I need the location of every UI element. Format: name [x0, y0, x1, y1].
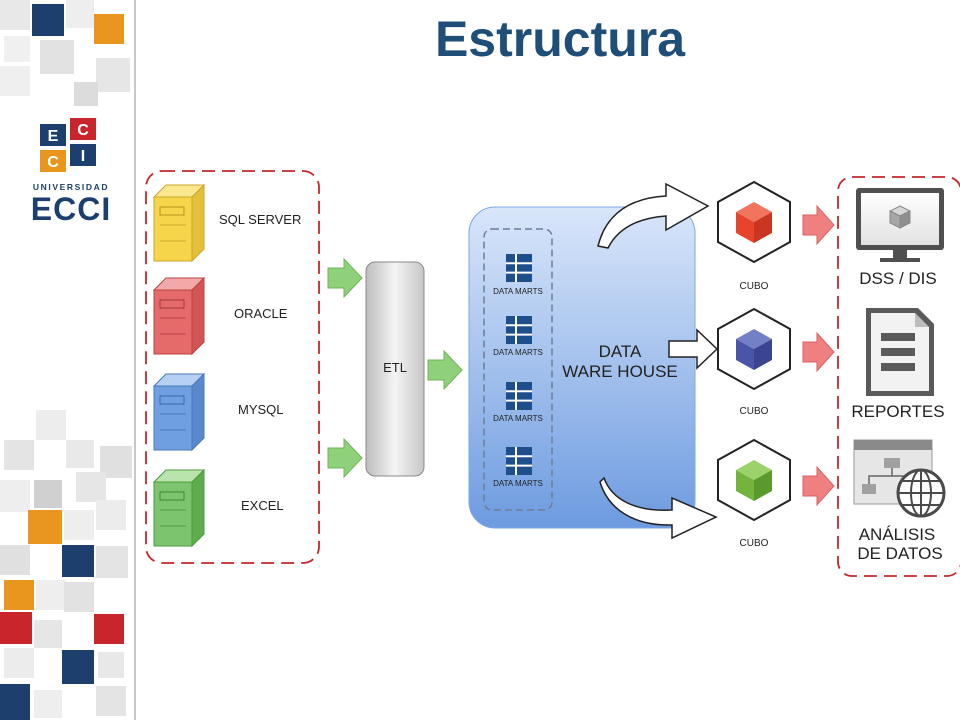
- source-label: MYSQL: [238, 402, 284, 417]
- flow-arrow-to-cube: [668, 328, 719, 370]
- cube-icon-blue: [717, 307, 791, 391]
- decorative-mosaic: [0, 0, 132, 720]
- output-label-analisis: ANÁLISIS: [859, 525, 936, 544]
- data-mart-icon: [506, 316, 532, 344]
- data-mart-icon: [506, 382, 532, 410]
- etl-block: [365, 261, 425, 477]
- logo-text: UNIVERSIDAD ECCI: [22, 182, 120, 226]
- university-logo: E C C I UNIVERSIDAD ECCI: [22, 118, 120, 236]
- warehouse-label: DATA: [599, 342, 642, 361]
- cube-icon-green: [717, 438, 791, 522]
- server-icon-mysql: [152, 372, 206, 452]
- flow-arrow-to-etl: [327, 257, 363, 299]
- flow-arrow-to-cube: [597, 182, 710, 249]
- flow-arrow-to-output: [802, 465, 835, 507]
- logo-university-label: UNIVERSIDAD: [32, 182, 110, 192]
- monitor-icon: [856, 188, 944, 262]
- logo-tiles: E C C I: [40, 118, 96, 172]
- logo-tile-letter: C: [47, 154, 59, 171]
- page-title: Estructura: [434, 11, 686, 67]
- cube-label: CUBO: [740, 538, 769, 549]
- logo-brand-name: ECCI: [30, 191, 112, 227]
- sources-group: [145, 170, 320, 564]
- flow-arrow-to-warehouse: [427, 349, 463, 391]
- logo-tile-letter: C: [77, 122, 89, 139]
- data-mart-label: DATA MARTS: [493, 479, 543, 488]
- cube-label: CUBO: [740, 406, 769, 417]
- logo-tile-letter: E: [48, 128, 59, 145]
- data-mart-label: DATA MARTS: [493, 414, 543, 423]
- data-mart-label: DATA MARTS: [493, 287, 543, 296]
- data-mart-icon: [506, 254, 532, 282]
- analytics-globe-icon: [853, 439, 946, 518]
- server-icon-oracle: [152, 276, 206, 356]
- server-icon-excel: [152, 468, 206, 548]
- flow-arrow-to-cube: [599, 476, 718, 540]
- flow-arrow-to-etl: [327, 437, 363, 479]
- data-mart-label: DATA MARTS: [493, 348, 543, 357]
- server-icon-sql-server: [152, 183, 206, 263]
- sidebar-divider: [134, 0, 136, 720]
- data-marts-group: [483, 228, 553, 511]
- flow-arrow-to-output: [802, 204, 835, 246]
- source-label: SQL SERVER: [219, 212, 301, 227]
- logo-tile-letter: I: [81, 148, 85, 165]
- cube-label: CUBO: [740, 281, 769, 292]
- etl-label: ETL: [383, 360, 407, 375]
- data-mart-icon: [506, 447, 532, 475]
- flow-arrow-to-output: [802, 331, 835, 373]
- document-icon: [866, 308, 934, 396]
- output-label-analisis: DE DATOS: [857, 544, 942, 563]
- outputs-group: [837, 176, 960, 577]
- warehouse-label: WARE HOUSE: [562, 362, 678, 381]
- output-label-reportes: REPORTES: [851, 402, 944, 421]
- output-label-dss: DSS / DIS: [859, 269, 936, 288]
- cube-icon-red: [717, 180, 791, 264]
- source-label: ORACLE: [234, 306, 288, 321]
- source-label: EXCEL: [241, 498, 284, 513]
